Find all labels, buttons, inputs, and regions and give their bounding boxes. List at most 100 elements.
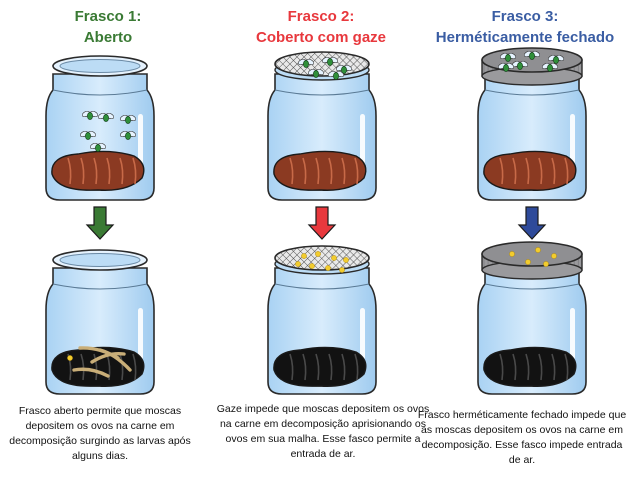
jar2-fresh-meat-stripe [315,157,320,185]
jar2-after-jar-shoulder [274,283,370,290]
jar1-before-jar-shoulder [52,89,148,96]
fly [95,144,101,152]
jar3-rotten-meat-stripe [525,353,530,381]
jar3-fresh-meat-stripe [538,157,543,185]
egg [509,251,515,257]
title-jar3: Frasco 3: Herméticamente fechado [415,6,635,48]
jar2-rotten-meat [273,346,367,387]
fly [547,64,553,72]
fly [503,64,509,72]
caption-jar1: Frasco aberto permite que moscas deposit… [9,405,191,462]
jar1-arrow [85,206,115,240]
jar2-before-jar-shoulder [274,89,370,96]
jar2-fresh-meat-stripe [289,157,294,185]
egg [325,265,331,271]
fly [103,114,109,122]
jar1-fresh-meat-stripe [132,157,137,185]
jar2-fresh-meat [273,150,367,191]
jar3-after-jar-shoulder [484,283,580,290]
jar1-fresh-meat-stripe [67,157,72,185]
jar1-rotten-meat-stripe [119,353,124,381]
egg [551,253,557,259]
egg [535,247,541,253]
jar1-after-rim-inner [59,253,141,267]
fly [303,60,309,68]
jar3-fresh-meat [483,150,577,191]
jar1-fresh-meat [51,150,145,191]
jar3-fresh-meat-stripe [499,157,504,185]
jar3-rotten-meat-stripe [551,353,556,381]
title-jar3-line1: Frasco 3: [491,8,559,25]
fly [125,132,131,140]
larva [72,367,110,378]
jar3-fresh-meat-stripe [525,157,530,185]
egg [343,257,349,263]
jar2-arrow [307,206,337,240]
title-jar3-line2: Herméticamente fechado [435,29,615,46]
jar2-rotten-meat-stripe [341,353,346,381]
jar2-fresh-meat-stripe [354,157,359,185]
jar2-rotten-meat-stripe [289,353,294,381]
jar3-fresh-meat-stripe [512,157,517,185]
jar3-before-jar-shoulder [484,89,580,96]
egg [315,251,321,257]
jar3-after-jar-highlight [570,308,575,360]
jar1-after [45,249,155,395]
jar3-rotten-meat-stripe [564,353,569,381]
title-jar2-line1: Frasco 2: [287,8,355,25]
jar1-fresh-meat-stripe [93,157,98,185]
jar1-rotten-meat-stripe [80,353,85,381]
jar3-rotten-meat-stripe [538,353,543,381]
jar3-before [477,47,587,201]
jar1-fresh-meat-stripe [119,157,124,185]
title-jar1: Frasco 1: Aberto [0,6,218,48]
jar1-rotten-meat-stripe [93,353,98,381]
egg [67,355,73,361]
egg [295,261,301,267]
fly [529,52,535,60]
fly [125,116,131,124]
jar1-after-jar-shoulder [52,283,148,290]
egg [309,263,315,269]
egg [543,261,549,267]
fly [333,72,339,80]
fly [313,70,319,78]
larva [90,351,126,364]
jar3-before-lid-top [481,47,583,73]
jar2-after-gauze [274,245,370,271]
fly [517,62,523,70]
title-jar2: Frasco 2: Coberto com gaze [211,6,431,48]
jar1-before [45,55,155,201]
jar2-before-jar-highlight [360,114,365,166]
fly [327,58,333,66]
egg [525,259,531,265]
jar3-after-lid-top [481,241,583,267]
larva [98,348,132,372]
jar2-rotten-meat-stripe [328,353,333,381]
jar2-rotten-meat-stripe [354,353,359,381]
fly [505,54,511,62]
fly [553,56,559,64]
jar3-fresh-meat-stripe [564,157,569,185]
fly [85,132,91,140]
jar2-rotten-meat-stripe [302,353,307,381]
jar1-rotten-meat [51,346,145,387]
jar2-fresh-meat-stripe [328,157,333,185]
caption-jar2: Gaze impede que moscas depositem os ovos… [216,403,430,460]
caption-jar3: Frasco herméticamente fechado impede que… [417,409,627,466]
jar2-before [267,51,377,201]
jar2-after [267,245,377,395]
title-jar2-line2: Coberto com gaze [255,29,387,46]
egg [301,253,307,259]
egg [339,267,345,273]
jar1-before-jar-highlight [138,114,143,166]
jar3-fresh-meat-stripe [551,157,556,185]
jar1-fresh-meat-stripe [80,157,85,185]
jar1-before-rim-inner [59,59,141,73]
jar3-rotten-meat-stripe [512,353,517,381]
title-jar1-line2: Aberto [83,29,133,46]
jar3-arrow [517,206,547,240]
jar3-before-jar-highlight [570,114,575,166]
title-jar1-line1: Frasco 1: [74,8,142,25]
